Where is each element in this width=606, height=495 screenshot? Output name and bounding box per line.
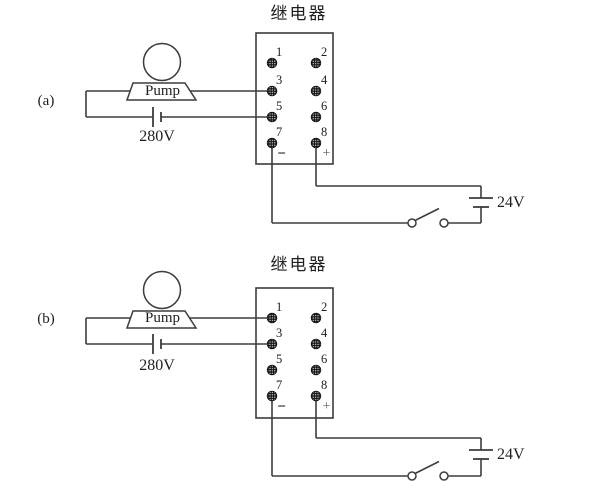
terminal-dot-b-5: [266, 364, 278, 376]
terminal-dot-a-1: [266, 57, 278, 69]
terminal-dot-b-6: [310, 364, 322, 376]
terminal-number-b-7: 7: [276, 378, 283, 392]
terminal-number-a-2: 2: [321, 45, 328, 59]
switch-contact-right-a: [439, 218, 449, 228]
terminal-number-a-3: 3: [276, 73, 283, 87]
terminal-number-a-7: 7: [276, 125, 283, 139]
relay-title-b: 继电器: [270, 255, 328, 274]
pump-base-trapezoid-b: [125, 310, 198, 329]
control-voltage-a: 24V: [497, 194, 525, 211]
switch-contact-right-b: [439, 471, 449, 481]
supply-voltage-a: 280V: [139, 128, 175, 145]
terminal-dot-b-2: [310, 312, 322, 324]
terminal-number-b-6: 6: [321, 352, 328, 366]
figure-label-a: (a): [37, 93, 55, 109]
terminal-number-a-6: 6: [321, 99, 328, 113]
minus-mark-a: −: [277, 146, 286, 162]
pump-label-b: Pump: [144, 310, 180, 326]
terminal-dot-a-3: [266, 85, 278, 97]
terminal-number-b-1: 1: [276, 300, 283, 314]
terminal-number-b-8: 8: [321, 378, 328, 392]
switch-contact-left-a: [407, 218, 417, 228]
relay-box-a: [255, 32, 334, 165]
pump-motor-circle-a: [142, 42, 182, 82]
terminal-dot-a-5: [266, 111, 278, 123]
diagram-b-linework: [85, 270, 493, 481]
switch-blade-a: [414, 207, 440, 222]
terminal-dot-b-3: [266, 338, 278, 350]
control-voltage-b: 24V: [497, 446, 525, 463]
relay-title-a: 继电器: [270, 4, 328, 23]
minus-mark-b: −: [277, 399, 286, 415]
terminal-dot-b-7: [266, 390, 278, 402]
terminal-number-a-1: 1: [276, 45, 283, 59]
diagram-a-linework: [85, 32, 493, 228]
terminal-dot-b-4: [310, 338, 322, 350]
switch-contact-left-b: [407, 471, 417, 481]
terminal-dot-a-6: [310, 111, 322, 123]
terminal-dot-a-2: [310, 57, 322, 69]
terminal-number-b-3: 3: [276, 326, 283, 340]
terminal-number-b-2: 2: [321, 300, 328, 314]
switch-blade-b: [414, 460, 440, 475]
pump-base-trapezoid-a: [125, 82, 198, 101]
pump-motor-circle-b: [142, 270, 182, 310]
terminal-dot-a-4: [310, 85, 322, 97]
plus-mark-a: +: [322, 146, 331, 161]
supply-voltage-b: 280V: [139, 357, 175, 374]
relay-box-b: [255, 287, 334, 419]
terminal-dot-b-8: [310, 390, 322, 402]
terminal-dot-a-7: [266, 137, 278, 149]
terminal-dot-b-1: [266, 312, 278, 324]
terminal-number-a-5: 5: [276, 99, 283, 113]
pump-label-a: Pump: [144, 83, 180, 99]
terminal-number-b-5: 5: [276, 352, 283, 366]
figure-label-b: (b): [37, 311, 55, 327]
plus-mark-b: +: [322, 399, 331, 414]
terminal-number-a-4: 4: [321, 73, 328, 87]
terminal-number-a-8: 8: [321, 125, 328, 139]
terminal-dot-a-8: [310, 137, 322, 149]
terminal-number-b-4: 4: [321, 326, 328, 340]
